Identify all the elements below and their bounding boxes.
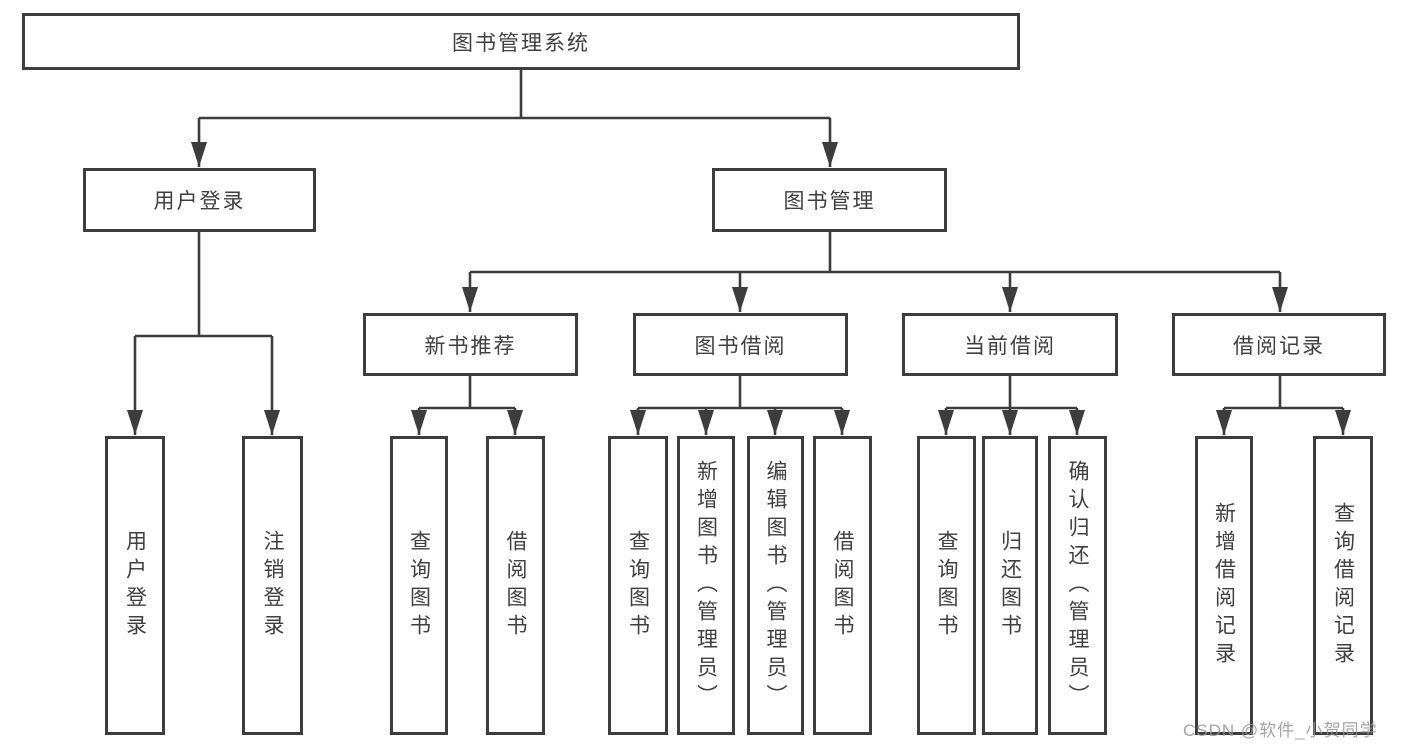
leaf-add-books-admin-label: 新增图书（管理员）: [694, 459, 718, 712]
csdn-watermark: CSDN @软件_小贺同学: [1183, 721, 1378, 740]
node-new-book-recommend-label: 新书推荐: [424, 334, 517, 358]
leaf-borrow-books-label: 借阅图书: [831, 529, 854, 642]
leaf-borrow-books-recommend: 借阅图书: [486, 436, 545, 735]
leaf-query-books-current: 查询图书: [917, 436, 976, 735]
leaf-query-borrow-record-label: 查询借阅记录: [1331, 501, 1355, 670]
node-user-login-label: 用户登录: [153, 190, 246, 213]
node-borrowing-records: 借阅记录: [1172, 313, 1386, 376]
node-book-management: 图书管理: [712, 168, 947, 232]
leaf-borrow-books: 借阅图书: [813, 436, 872, 735]
leaf-query-borrow-record: 查询借阅记录: [1313, 436, 1373, 735]
leaf-add-borrow-record: 新增借阅记录: [1195, 436, 1253, 735]
leaf-query-books-borrowing: 查询图书: [608, 436, 668, 735]
leaf-query-books-borrowing-label: 查询图书: [626, 529, 650, 642]
node-borrowing-records-label: 借阅记录: [1233, 334, 1325, 358]
node-book-borrowing-label: 图书借阅: [694, 334, 787, 358]
node-current-borrowing-label: 当前借阅: [964, 334, 1056, 358]
leaf-user-login: 用户登录: [105, 436, 165, 735]
leaf-confirm-return-admin: 确认归还（管理员）: [1048, 436, 1107, 735]
leaf-add-borrow-record-label: 新增借阅记录: [1212, 501, 1236, 670]
leaf-query-books-recommend: 查询图书: [390, 436, 448, 735]
leaf-edit-books-admin: 编辑图书（管理员）: [747, 436, 804, 735]
node-new-book-recommend: 新书推荐: [363, 313, 578, 376]
leaf-return-books-label: 归还图书: [998, 529, 1022, 642]
leaf-edit-books-admin-label: 编辑图书（管理员）: [764, 459, 787, 712]
leaf-logout-login: 注销登录: [242, 436, 303, 735]
leaf-borrow-books-recommend-label: 借阅图书: [504, 529, 527, 642]
leaf-logout-login-label: 注销登录: [261, 529, 284, 642]
node-book-management-label: 图书管理: [783, 190, 876, 213]
leaf-confirm-return-admin-label: 确认归还（管理员）: [1066, 459, 1089, 712]
node-current-borrowing: 当前借阅: [902, 313, 1118, 376]
node-library-system-label: 图书管理系统: [452, 31, 590, 55]
leaf-return-books: 归还图书: [982, 436, 1038, 735]
node-book-borrowing: 图书借阅: [633, 313, 848, 376]
node-library-system: 图书管理系统: [22, 13, 1020, 70]
node-user-login: 用户登录: [83, 168, 316, 232]
leaf-query-books-recommend-label: 查询图书: [407, 529, 431, 642]
leaf-query-books-current-label: 查询图书: [935, 529, 958, 642]
leaf-add-books-admin: 新增图书（管理员）: [677, 436, 735, 735]
leaf-user-login-label: 用户登录: [123, 529, 147, 642]
